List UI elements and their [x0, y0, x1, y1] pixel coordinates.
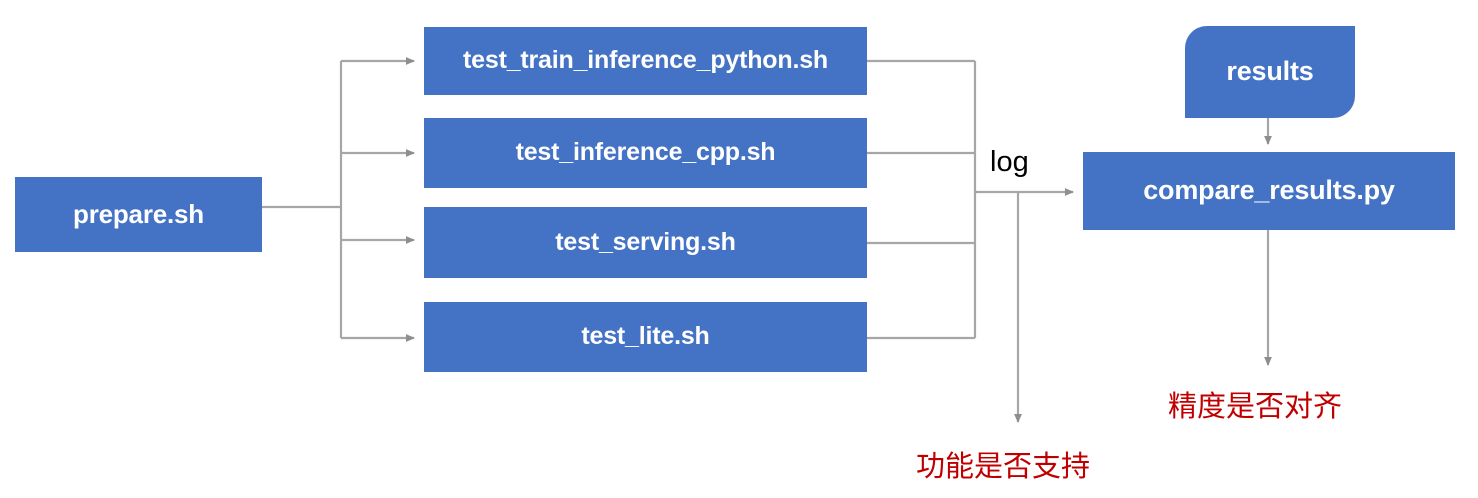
node-test-inference-cpp-sh-label: test_inference_cpp.sh: [515, 138, 776, 167]
edge-label-log: log: [990, 146, 1029, 178]
node-test-lite-sh[interactable]: test_lite.sh: [424, 302, 867, 372]
caption-accuracy-aligned: 精度是否对齐: [1168, 389, 1343, 423]
node-results[interactable]: results: [1185, 26, 1355, 118]
caption-function-supported: 功能是否支持: [916, 449, 1091, 483]
node-prepare-sh-label: prepare.sh: [73, 199, 204, 230]
node-test-serving-sh-label: test_serving.sh: [555, 227, 736, 256]
node-test-inference-cpp-sh[interactable]: test_inference_cpp.sh: [424, 118, 867, 188]
node-test-lite-sh-label: test_lite.sh: [581, 322, 710, 351]
node-compare-results-py-label: compare_results.py: [1143, 175, 1395, 206]
node-compare-results-py[interactable]: compare_results.py: [1083, 152, 1455, 230]
node-test-train-inference-python-sh[interactable]: test_train_inference_python.sh: [424, 27, 867, 95]
node-prepare-sh[interactable]: prepare.sh: [15, 177, 262, 252]
node-results-label: results: [1226, 56, 1314, 87]
node-test-train-inference-python-sh-label: test_train_inference_python.sh: [463, 46, 828, 75]
node-test-serving-sh[interactable]: test_serving.sh: [424, 207, 867, 278]
